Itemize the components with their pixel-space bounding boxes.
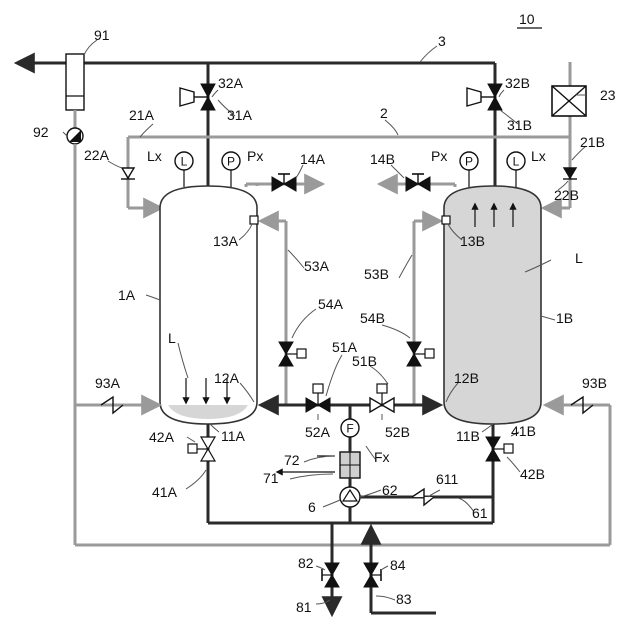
label-91: 91	[94, 27, 110, 43]
check-valve-22A	[121, 168, 135, 179]
label-LxB: Lx	[531, 148, 546, 164]
label-53A: 53A	[304, 258, 330, 274]
label-72: 72	[284, 452, 300, 468]
label-81: 81	[296, 599, 312, 615]
label-42B: 42B	[520, 466, 545, 482]
vent-line-14A	[246, 174, 321, 191]
label-53B: 53B	[364, 266, 389, 282]
actuator-52A	[313, 384, 323, 393]
nozzle-13B	[442, 216, 450, 224]
label-51B: 51B	[352, 353, 377, 369]
label-14B: 14B	[370, 151, 395, 167]
actuator-32B	[467, 88, 481, 106]
actuator-32A	[180, 88, 194, 106]
label-71: 71	[263, 470, 279, 486]
label-liquid-B: L	[575, 250, 583, 266]
label-22A: 22A	[84, 147, 110, 163]
actuator-52B	[377, 384, 387, 393]
svg-text:L: L	[181, 155, 188, 169]
label-82: 82	[298, 555, 314, 571]
label-14A: 14A	[300, 151, 326, 167]
label-11A: 11A	[221, 428, 246, 444]
valve-54A	[279, 342, 306, 366]
label-52B: 52B	[385, 424, 410, 440]
line-41A	[188, 424, 215, 523]
label-1B: 1B	[556, 310, 573, 326]
check-valve-611	[412, 489, 434, 505]
vent-line-14B	[381, 174, 455, 191]
label-23: 23	[600, 87, 616, 103]
label-LxA: Lx	[147, 148, 162, 164]
outlet-line-81	[322, 523, 339, 613]
label-31B: 31B	[507, 117, 532, 133]
svg-text:L: L	[513, 155, 520, 169]
label-PxB: Px	[431, 148, 447, 164]
label-32A: 32A	[218, 75, 244, 91]
svg-text:P: P	[465, 155, 473, 169]
label-54B: 54B	[360, 310, 385, 326]
label-12A: 12A	[214, 370, 240, 386]
label-54A: 54A	[318, 296, 344, 312]
label-93A: 93A	[95, 375, 121, 391]
component-23	[552, 86, 586, 116]
actuator-42A	[188, 444, 197, 453]
label-3: 3	[438, 33, 446, 49]
label-61: 61	[472, 505, 488, 521]
check-valve-22B	[563, 168, 577, 179]
label-42A: 42A	[149, 429, 175, 445]
pressure-gauge-A: P	[222, 152, 240, 187]
label-PxA: Px	[247, 148, 263, 164]
valve-31B	[467, 84, 502, 110]
label-83: 83	[396, 591, 412, 607]
discharge-line-3	[18, 63, 495, 186]
nozzle-13A	[250, 216, 258, 224]
label-611: 611	[436, 471, 459, 487]
label-13A: 13A	[213, 233, 239, 249]
pressure-gauge-B: P	[460, 152, 478, 187]
label-1A: 1A	[118, 287, 136, 303]
label-92: 92	[33, 124, 49, 140]
label-11B: 11B	[456, 428, 480, 444]
figure-number: 10	[519, 11, 535, 27]
svg-text:F: F	[346, 422, 353, 436]
label-liquid-A: L	[168, 330, 176, 346]
level-gauge-A: L	[175, 152, 193, 187]
pump-6	[340, 487, 367, 523]
component-91	[66, 54, 84, 110]
svg-text:P: P	[227, 155, 235, 169]
label-22B: 22B	[554, 187, 579, 203]
label-12B: 12B	[454, 370, 479, 386]
label-21B: 21B	[580, 134, 605, 150]
label-32B: 32B	[505, 75, 530, 91]
tank-1A	[160, 186, 257, 424]
flow-meter-F: F	[341, 405, 359, 444]
valve-51A	[306, 384, 330, 412]
actuator-42B	[504, 444, 513, 453]
valve-54B	[407, 342, 434, 366]
label-62: 62	[382, 482, 398, 498]
label-41A: 41A	[152, 484, 178, 500]
tank-1B	[444, 186, 541, 424]
label-41B: 41B	[511, 423, 536, 439]
valve-51B	[370, 384, 394, 412]
label-52A: 52A	[305, 424, 331, 440]
level-gauge-B: L	[507, 152, 525, 187]
line-41B	[486, 424, 513, 523]
label-Fx: Fx	[374, 449, 390, 465]
label-21A: 21A	[129, 107, 155, 123]
valve-31A	[180, 84, 215, 110]
label-2: 2	[380, 105, 388, 121]
label-13B: 13B	[460, 233, 485, 249]
label-84: 84	[390, 557, 406, 573]
label-31A: 31A	[227, 107, 253, 123]
label-93B: 93B	[582, 375, 607, 391]
label-6: 6	[308, 499, 316, 515]
